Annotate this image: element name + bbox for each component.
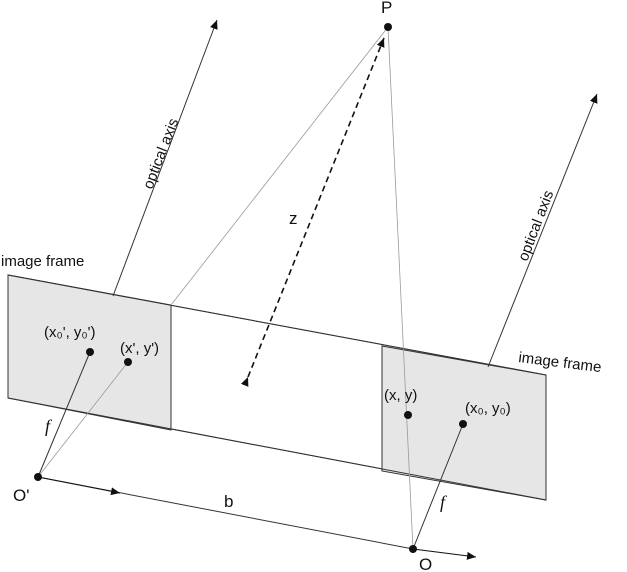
baseline-label: b bbox=[224, 492, 233, 511]
optical-axis-left-label: optical axis bbox=[140, 116, 182, 191]
principal-point-left bbox=[86, 348, 94, 356]
right-baseline-arrow bbox=[412, 548, 477, 560]
left-baseline-arrow bbox=[37, 476, 121, 496]
depth-dashed-arrow bbox=[240, 37, 385, 387]
origin-right-point bbox=[409, 545, 417, 553]
left-optical-axis-arrow bbox=[112, 19, 218, 297]
image-plane-bottom-edge bbox=[7, 397, 547, 501]
image-frame-left-label: image frame bbox=[1, 253, 84, 270]
origin-left-point bbox=[34, 473, 42, 481]
image-point-right bbox=[404, 411, 412, 419]
principal-point-right-label: (x₀, y₀) bbox=[465, 400, 511, 417]
right-focal-line bbox=[412, 423, 464, 550]
point-p-label: P bbox=[381, 0, 392, 17]
left-focal-line bbox=[37, 351, 91, 478]
principal-point-right bbox=[459, 420, 467, 428]
depth-label: z bbox=[289, 209, 298, 228]
optical-axis-right-label: optical axis bbox=[515, 188, 557, 263]
right-optical-axis-arrow bbox=[487, 93, 598, 368]
image-point-left-label: (x', y') bbox=[120, 340, 159, 357]
left-image-ray bbox=[37, 361, 129, 478]
ray-p-to-left-frame bbox=[170, 26, 389, 306]
focal-right-label: f bbox=[440, 492, 448, 512]
image-point-left bbox=[124, 358, 132, 366]
principal-point-left-label: (x₀', y₀') bbox=[44, 324, 96, 341]
focal-left-label: f bbox=[45, 416, 53, 436]
image-point-right-label: (x, y) bbox=[384, 387, 417, 404]
ray-p-to-o bbox=[387, 26, 414, 550]
origin-left-label: O' bbox=[13, 486, 29, 505]
point-p bbox=[384, 23, 392, 31]
origin-right-label: O bbox=[419, 555, 432, 572]
